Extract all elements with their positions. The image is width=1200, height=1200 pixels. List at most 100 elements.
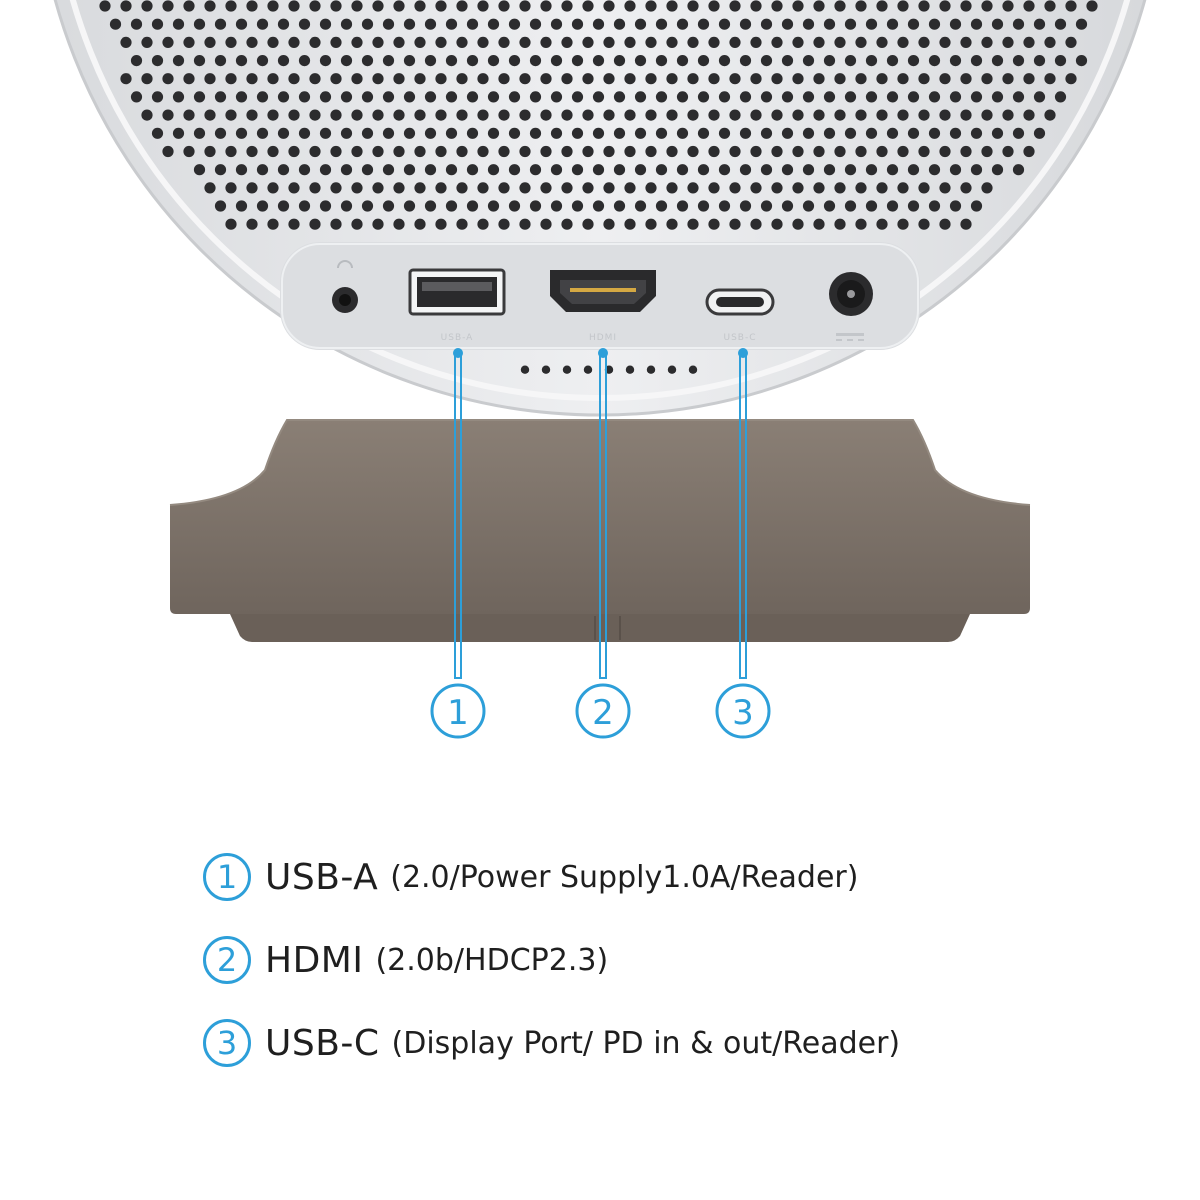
grille-hole — [498, 182, 510, 194]
grille-hole — [309, 36, 321, 49]
grille-hole — [372, 0, 384, 12]
grille-hole — [529, 18, 542, 30]
grille-hole — [582, 109, 594, 121]
legend-port-name: USB-A — [265, 856, 379, 898]
grille-hole — [897, 0, 909, 12]
grille-hole — [592, 55, 605, 67]
grille-hole — [466, 91, 479, 103]
grille-hole — [1012, 164, 1025, 176]
grille-hole — [319, 91, 332, 103]
grille-hole — [708, 73, 720, 85]
grille-hole — [886, 91, 899, 103]
grille-hole — [477, 73, 489, 85]
grille-hole — [540, 109, 552, 121]
grille-hole — [750, 109, 762, 121]
grille-hole — [382, 55, 395, 67]
grille-hole — [298, 18, 311, 30]
grille-hole — [760, 200, 773, 212]
grille-hole — [214, 200, 227, 212]
grille-hole — [613, 127, 626, 139]
grille-hole — [666, 218, 678, 230]
grille-hole — [487, 127, 500, 139]
grille-hole — [561, 218, 573, 230]
grille-hole — [844, 91, 857, 103]
grille-hole — [330, 36, 342, 49]
grille-hole — [330, 182, 342, 194]
grille-hole — [130, 55, 143, 67]
grille-hole — [340, 18, 353, 30]
grille-hole — [424, 127, 437, 139]
grille-hole — [246, 145, 258, 158]
callout-badge-3: 3 — [715, 683, 771, 739]
grille-hole — [666, 0, 678, 12]
grille-hole — [372, 109, 384, 121]
grille-hole — [645, 109, 657, 121]
grille-hole — [708, 218, 720, 230]
grille-hole — [781, 18, 794, 30]
grille-hole — [487, 200, 500, 212]
grille-hole — [540, 145, 552, 158]
grille-hole — [928, 91, 941, 103]
grille-hole — [1044, 36, 1056, 49]
grille-hole — [634, 91, 647, 103]
grille-hole — [214, 55, 227, 67]
grille-hole — [319, 200, 332, 212]
grille-hole — [414, 218, 426, 230]
grille-hole — [844, 200, 857, 212]
callout-line-2 — [598, 348, 608, 679]
grille-hole — [666, 36, 678, 49]
legend-number-2: 2 — [203, 936, 251, 984]
grille-hole — [267, 145, 279, 158]
grille-hole — [750, 36, 762, 49]
grille-hole — [445, 164, 458, 176]
grille-hole — [225, 218, 237, 230]
grille-hole — [949, 164, 962, 176]
grille-hole — [235, 55, 248, 67]
grille-hole — [687, 145, 699, 158]
grille-hole — [193, 127, 206, 139]
grille-hole — [823, 127, 836, 139]
grille-hole — [645, 73, 657, 85]
grille-hole — [855, 145, 867, 158]
grille-hole — [603, 0, 615, 12]
grille-hole — [802, 164, 815, 176]
grille-hole — [718, 127, 731, 139]
grille-hole — [981, 109, 993, 121]
grille-hole — [613, 200, 626, 212]
grille-hole — [708, 145, 720, 158]
grille-hole — [561, 0, 573, 12]
grille-hole — [498, 0, 510, 12]
grille-hole — [697, 55, 710, 67]
grille-hole — [676, 55, 689, 67]
grille-hole — [361, 127, 374, 139]
grille-hole — [288, 0, 300, 12]
grille-hole — [718, 164, 731, 176]
grille-hole — [487, 55, 500, 67]
grille-hole — [886, 164, 899, 176]
grille-hole — [529, 164, 542, 176]
grille-hole — [949, 55, 962, 67]
grille-hole — [781, 164, 794, 176]
grille-hole — [435, 36, 447, 49]
grille-hole — [781, 55, 794, 67]
grille-hole — [1002, 109, 1014, 121]
callout-badge-1: 1 — [430, 683, 486, 739]
hdmi-port — [550, 270, 656, 312]
grille-hole — [393, 73, 405, 85]
grille-hole — [466, 127, 479, 139]
grille-hole — [298, 164, 311, 176]
grille-hole — [403, 164, 416, 176]
grille-hole — [225, 182, 237, 194]
grille-hole — [981, 0, 993, 12]
grille-hole — [760, 55, 773, 67]
grille-hole — [865, 164, 878, 176]
grille-hole — [540, 218, 552, 230]
grille-hole — [1086, 0, 1098, 12]
grille-hole — [193, 91, 206, 103]
grille-hole — [634, 127, 647, 139]
grille-hole — [792, 145, 804, 158]
grille-hole — [750, 0, 762, 12]
grille-hole — [309, 73, 321, 85]
legend-port-name: HDMI — [265, 939, 364, 981]
grille-hole — [613, 18, 626, 30]
